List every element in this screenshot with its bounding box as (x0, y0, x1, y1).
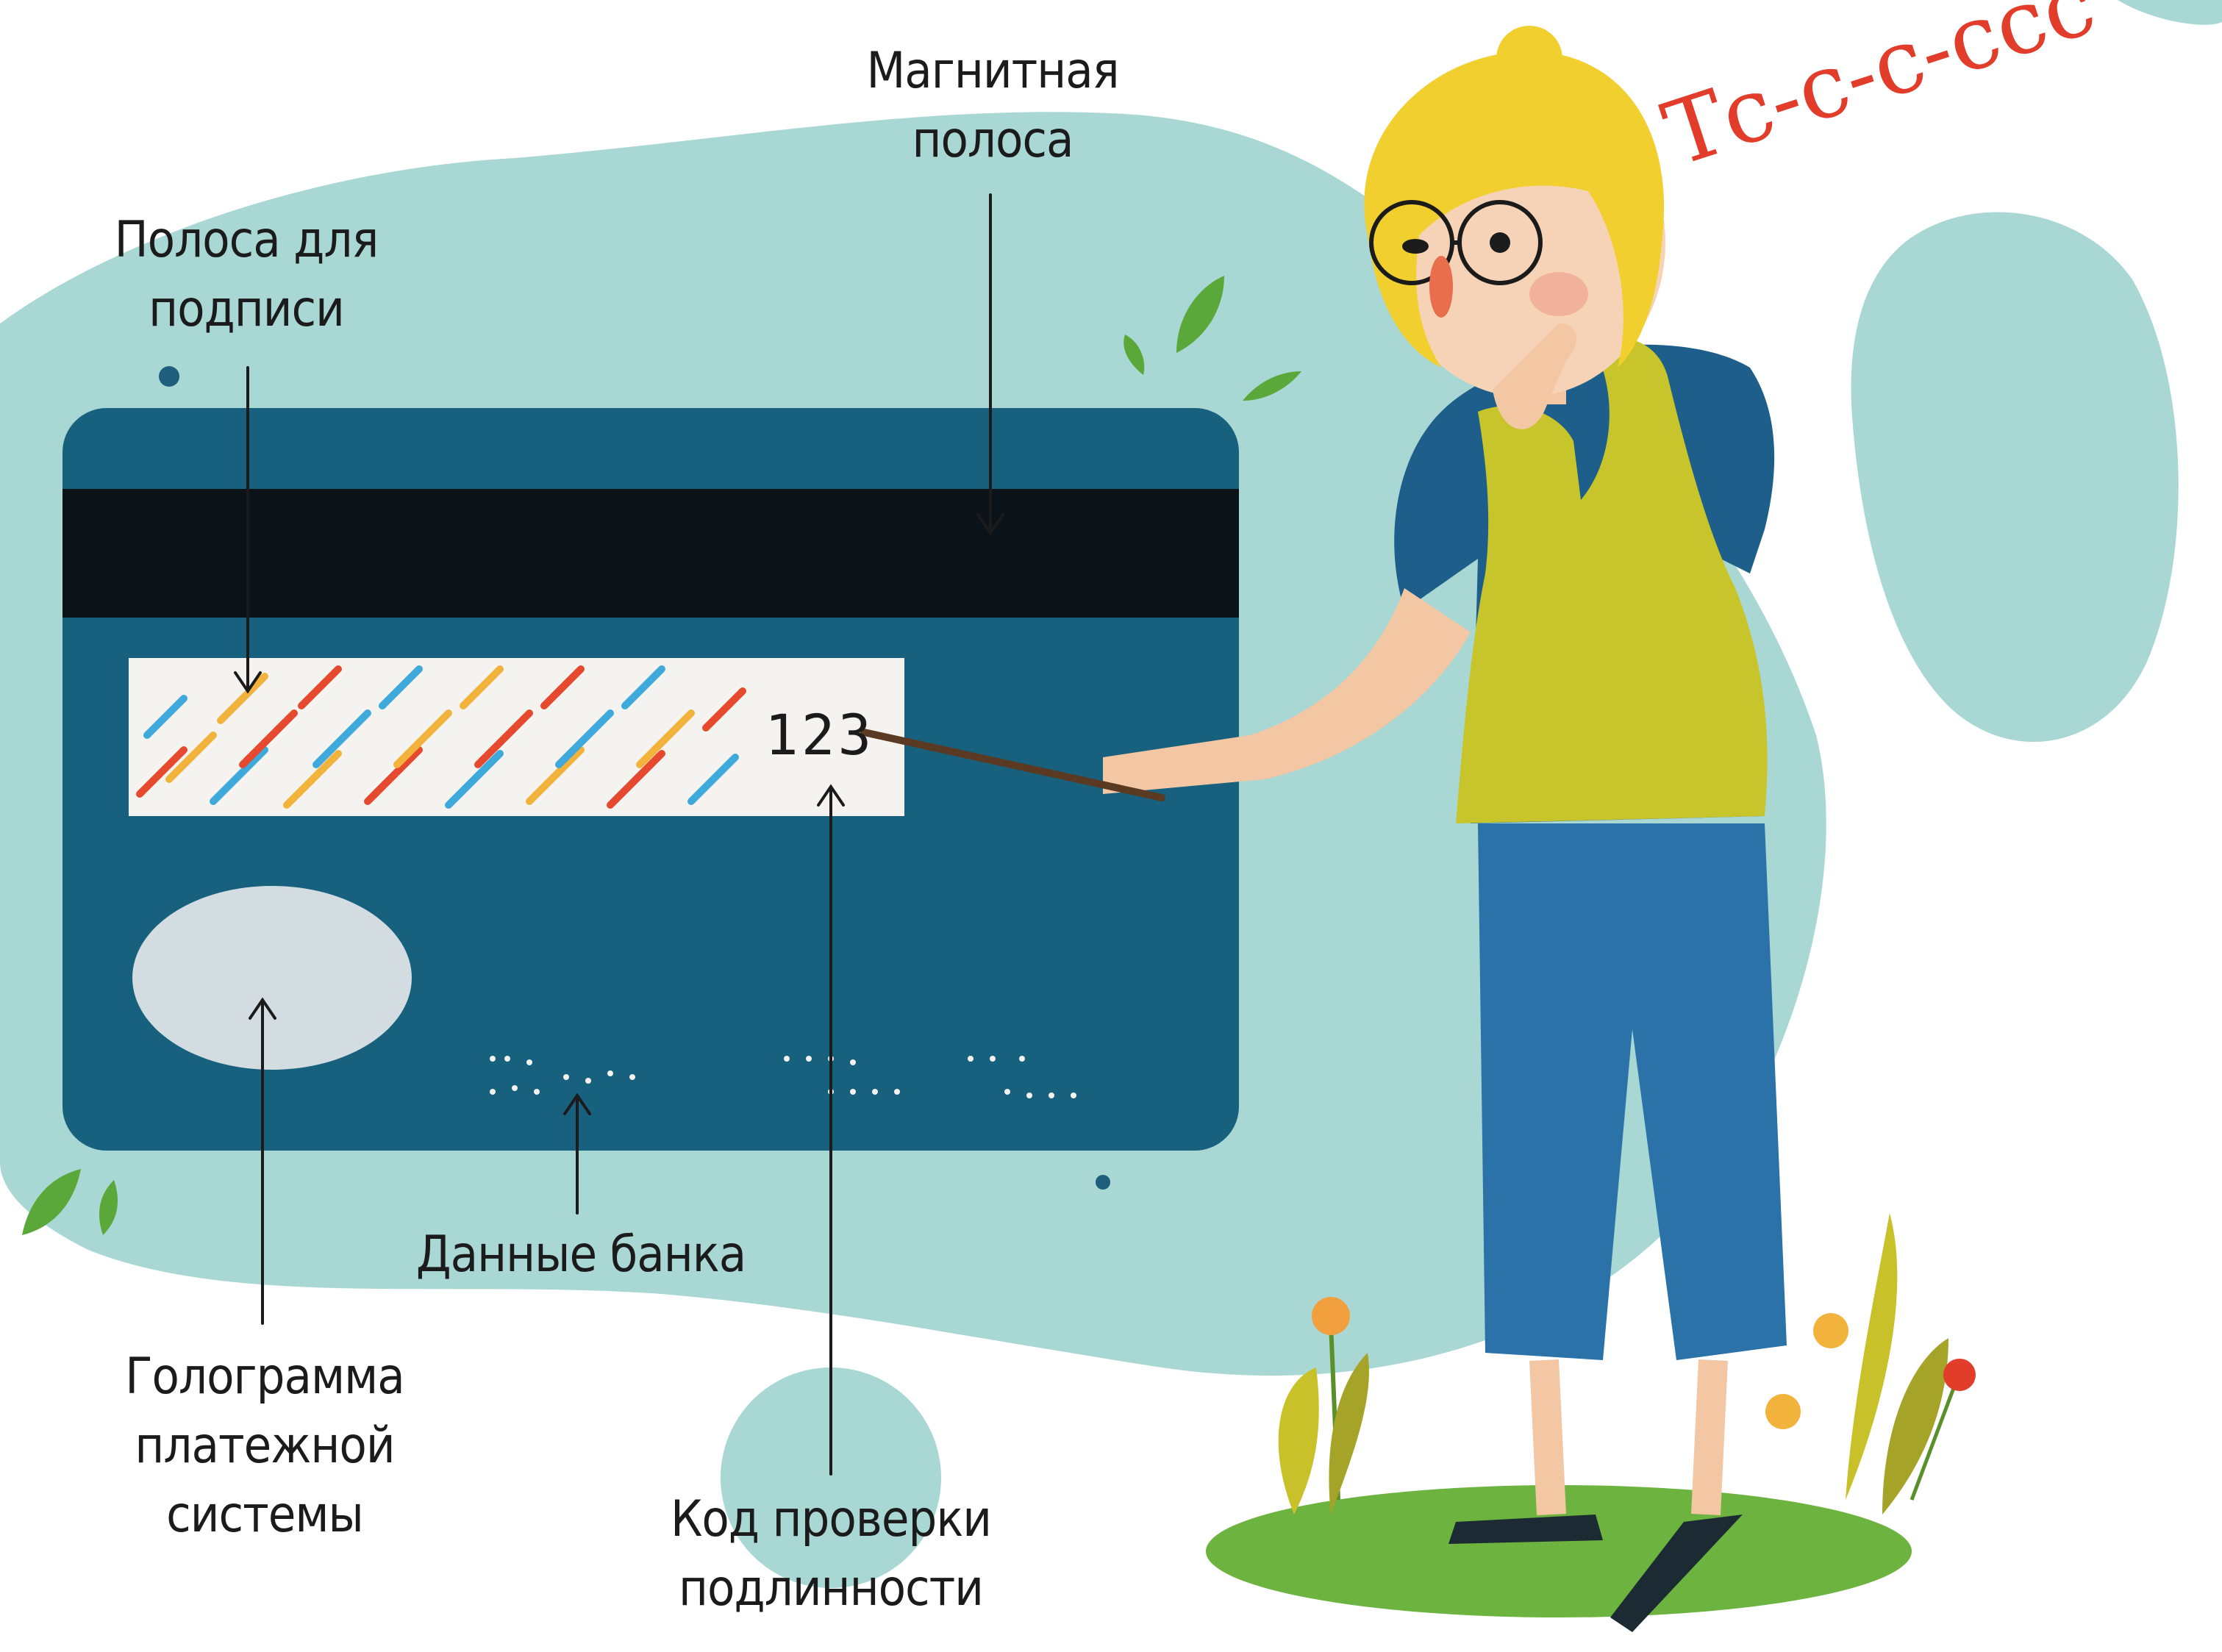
label-magnetic-stripe-line-2: полоса (824, 106, 1162, 175)
background-blob-small-right (1851, 212, 2179, 742)
label-hologram-line-2: платежной (88, 1412, 441, 1481)
label-security-code-line-1: Код проверки (625, 1485, 1037, 1554)
label-signature-strip: Полоса для подписи (74, 206, 419, 344)
label-magnetic-stripe-line-1: Магнитная (824, 37, 1162, 106)
decor-dot (1096, 1175, 1110, 1190)
label-hologram: Голограмма платежной системы (88, 1342, 441, 1550)
label-signature-strip-line-1: Полоса для (74, 206, 419, 275)
label-bank-data-line-1: Данные банка (382, 1220, 779, 1290)
decor-dot (159, 366, 179, 387)
label-hologram-line-1: Голограмма (88, 1342, 441, 1412)
label-security-code-line-2: подлинности (625, 1554, 1037, 1623)
label-security-code: Код проверки подлинности (625, 1485, 1037, 1623)
background-corner-blob (2118, 0, 2222, 25)
label-magnetic-stripe: Магнитная полоса (824, 37, 1162, 175)
security-code-value: 123 (765, 702, 874, 768)
hair-bun (1496, 26, 1562, 92)
label-hologram-line-3: системы (88, 1481, 441, 1550)
magnetic-stripe (62, 489, 1239, 618)
label-bank-data: Данные банка (382, 1220, 779, 1290)
label-signature-strip-line-2: подписи (74, 275, 419, 344)
hologram (132, 886, 412, 1070)
